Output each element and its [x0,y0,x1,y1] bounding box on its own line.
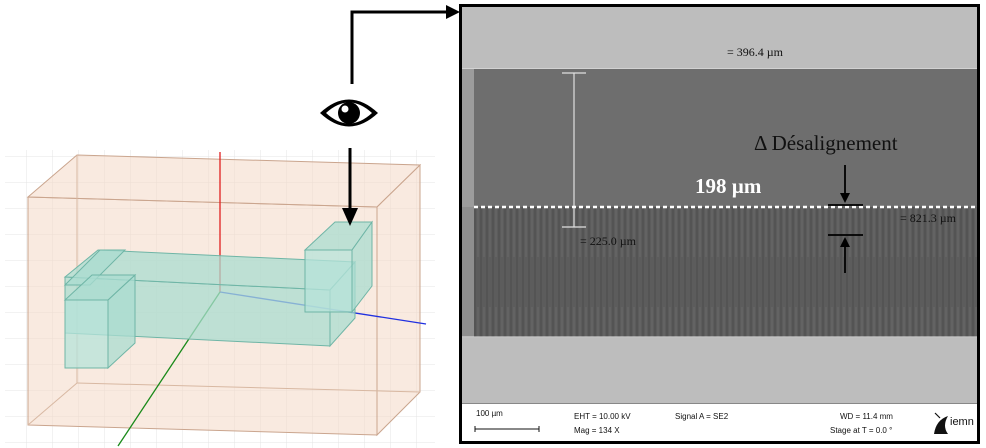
iemn-logo-text: iemn [950,416,974,428]
top-width-measure: = 396.4 µm [727,45,784,59]
eht-value: EHT = 10.00 kV [574,412,631,421]
misalignment-value: 198 µm [695,174,762,198]
scale-bar [474,426,540,432]
sem-info-bar: 100 µm EHT = 10.00 kV Mag = 134 X Signal… [462,403,977,441]
height-dimension [562,72,586,228]
iemn-logo-icon [934,412,948,434]
misalignment-label: Δ Désalignement [754,131,898,155]
misalignment-arrows [828,165,863,273]
stage-value: Stage at T = 0.0 ° [830,426,893,435]
waveguide-beam [63,220,373,370]
band-height-measure: = 225.0 µm [580,234,637,248]
wd-value: WD = 11.4 mm [840,412,893,421]
lower-width-measure: = 821.3 µm [900,211,957,225]
scale-bar-label: 100 µm [476,409,503,418]
sem-micrograph [462,7,977,407]
eye-icon [320,99,378,127]
signal-value: Signal A = SE2 [675,412,729,421]
cad-3d-view [5,150,435,448]
sem-image-frame: = 396.4 µm = 225.0 µm = 821.3 µm Δ Désal… [459,4,980,444]
mag-value: Mag = 134 X [574,426,620,435]
